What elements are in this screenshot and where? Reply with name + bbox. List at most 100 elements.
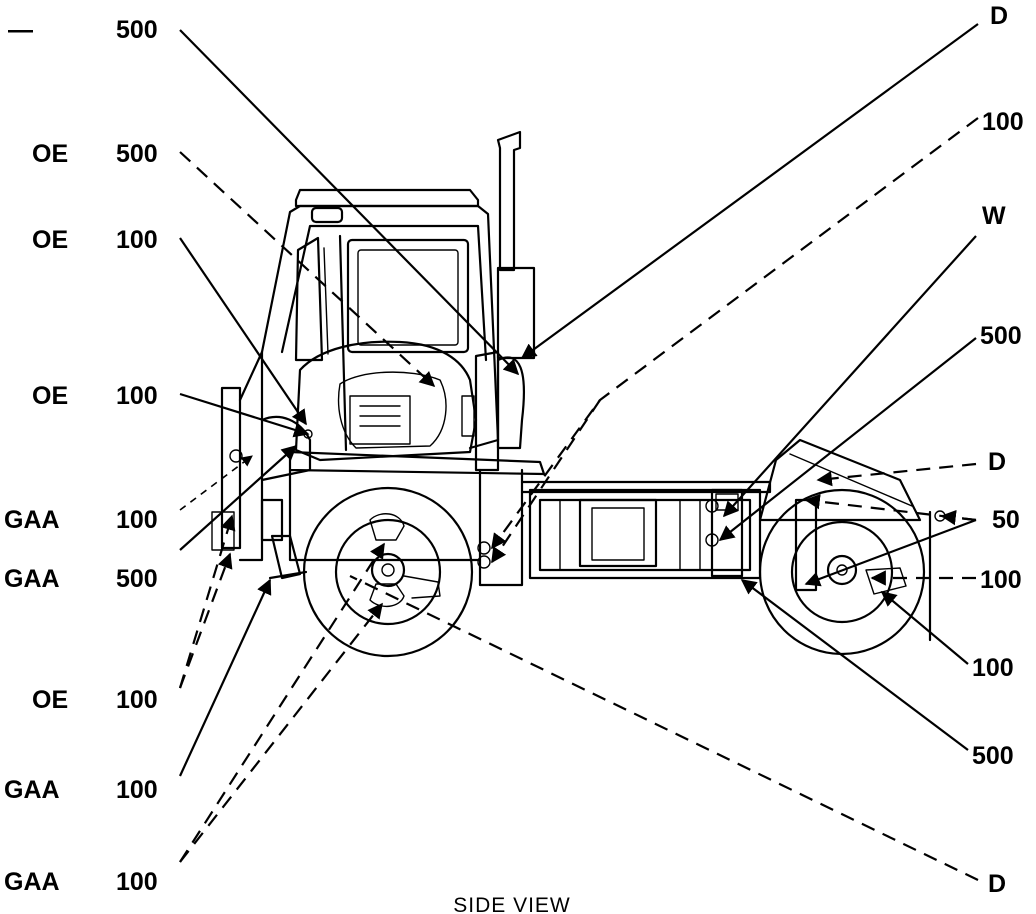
callout-interval: GAA <box>4 565 60 593</box>
view-caption: SIDE VIEW <box>453 894 571 914</box>
leader-right-6c <box>804 518 977 587</box>
leader-left-2 <box>179 151 436 388</box>
front-hub-center <box>381 563 395 577</box>
callout-interval: GAA <box>4 868 60 896</box>
lube-fitting <box>705 533 719 547</box>
exhaust-stack <box>496 130 522 272</box>
window-frame <box>323 247 329 355</box>
callout-interval: OE <box>32 226 68 254</box>
leader-left-7b <box>178 552 233 689</box>
callout-right: D <box>990 2 1008 30</box>
front-grille <box>238 350 264 562</box>
leader-left-7a <box>178 514 236 689</box>
leader-right-6b <box>940 509 977 526</box>
main-frame-rail <box>288 450 546 476</box>
rear-frame-rail <box>520 480 772 494</box>
callout-quantity: 500 <box>116 16 158 44</box>
callout-right: W <box>982 202 1006 230</box>
callout-interval: GAA <box>4 506 60 534</box>
leader-right-10 <box>349 575 979 881</box>
beacon-light <box>310 206 344 224</box>
tank-ribs <box>559 499 701 571</box>
battery-box <box>478 468 524 587</box>
air-cleaner <box>496 266 536 360</box>
leader-left-9a <box>179 542 385 863</box>
lube-fitting <box>477 541 491 555</box>
callout-interval: GAA <box>4 776 60 804</box>
cab-rear-window <box>294 236 324 362</box>
rear-rim <box>790 520 894 624</box>
rear-brake-chamber <box>865 567 907 595</box>
engine-compartment <box>294 340 478 462</box>
air-tank <box>496 356 526 450</box>
yard-tractor-drawing <box>211 130 946 658</box>
front-rim <box>334 518 442 626</box>
door-edge <box>338 234 348 452</box>
callout-interval: OE <box>32 686 68 714</box>
right-callouts: D 100 W 500 D 50 100 100 500 D <box>972 2 1024 898</box>
leader-right-5 <box>816 462 977 487</box>
engine-block <box>337 371 447 449</box>
callout-right: D <box>988 448 1006 476</box>
drag-link <box>268 570 308 580</box>
steering-arm <box>270 534 302 580</box>
fifth-wheel-boom <box>758 438 922 522</box>
rear-bracket <box>710 488 744 578</box>
leader-left-1 <box>179 29 520 376</box>
leader-right-4 <box>718 337 977 541</box>
callout-interval: — <box>8 16 33 44</box>
leader-left-4 <box>179 392 310 438</box>
rear-tire <box>758 488 926 656</box>
leader-right-2b <box>491 399 601 564</box>
engine-part <box>349 395 411 445</box>
callout-right: 500 <box>972 742 1014 770</box>
leader-right-8 <box>880 591 969 665</box>
left-callouts: — 500 OE 500 OE 100 OE 100 GAA 100 GAA 5… <box>4 16 158 896</box>
callout-quantity: 100 <box>116 868 158 896</box>
engine-filter <box>461 395 475 437</box>
tank-panel-inner <box>591 507 645 561</box>
leader-lines <box>178 23 979 881</box>
callout-quantity: 100 <box>116 776 158 804</box>
cab-door-glass <box>357 249 459 346</box>
steering-box <box>260 498 284 542</box>
callout-quantity: 100 <box>116 226 158 254</box>
leader-left-3 <box>179 237 307 426</box>
callout-interval: OE <box>32 140 68 168</box>
cab-door-window <box>346 238 470 354</box>
tow-hook <box>211 511 235 551</box>
frame-lower <box>288 468 482 562</box>
engine-detail <box>359 405 401 427</box>
leader-left-6 <box>179 444 298 551</box>
callout-quantity: 500 <box>116 140 158 168</box>
callout-quantity: 100 <box>116 686 158 714</box>
boom-detail <box>789 453 913 507</box>
callout-quantity: 500 <box>116 565 158 593</box>
leader-right-9 <box>740 579 969 751</box>
front-brake-arm <box>403 575 441 599</box>
callout-right: 500 <box>980 322 1022 350</box>
rear-hub-center <box>836 564 848 576</box>
steps <box>474 350 500 472</box>
callout-right: 50 <box>992 506 1020 534</box>
callout-right: D <box>988 870 1006 898</box>
front-bumper <box>220 386 242 550</box>
tank-panel <box>578 498 658 568</box>
leader-right-3 <box>722 235 977 518</box>
leader-left-9b <box>179 602 383 863</box>
front-brake-upper <box>369 513 405 541</box>
callout-right: 100 <box>980 566 1022 594</box>
callout-quantity: 100 <box>116 506 158 534</box>
front-hub <box>370 552 406 588</box>
rear-bracket-detail <box>715 493 739 511</box>
callout-right: 100 <box>982 108 1024 136</box>
leader-right-1 <box>520 23 979 359</box>
callout-right: 100 <box>972 654 1014 682</box>
lube-fitting <box>705 499 719 513</box>
cab-inner-outline <box>280 224 488 362</box>
rear-hub <box>826 554 858 586</box>
leader-left-8 <box>179 578 272 777</box>
lube-fitting <box>477 555 491 569</box>
